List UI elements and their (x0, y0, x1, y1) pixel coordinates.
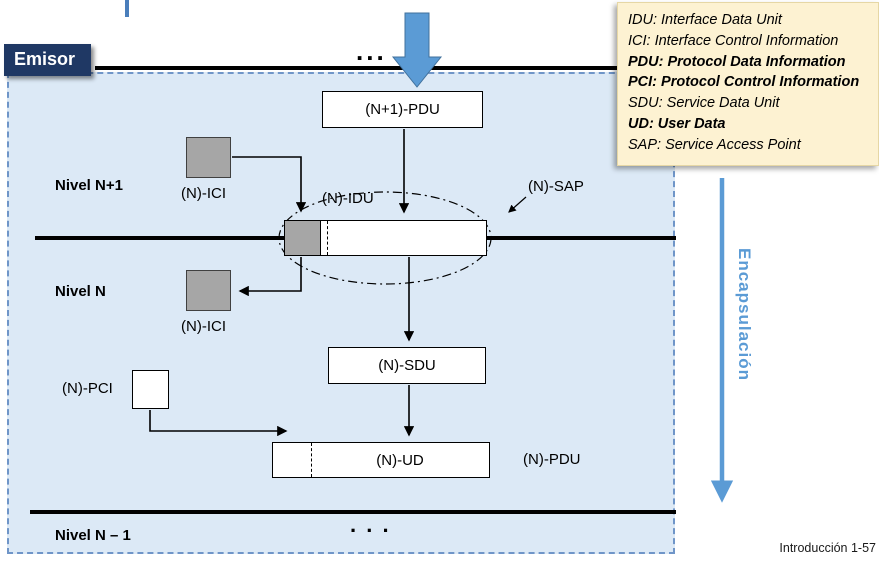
ud-label: (N)-UD (376, 451, 424, 469)
level-n-plus-1-label: Nivel N+1 (55, 177, 123, 194)
idu-ici-segment (285, 221, 321, 255)
legend-item-ici: ICI: Interface Control Information (628, 32, 839, 49)
slide-footer: Introducción 1-57 (779, 541, 876, 555)
diagram-panel (7, 72, 675, 554)
legend-item-ud: UD: User Data (628, 115, 726, 132)
legend-item-sdu: SDU: Service Data Unit (628, 95, 780, 112)
legend-item-pci: PCI: Protocol Control Information (628, 74, 860, 91)
pci-label: (N)-PCI (62, 380, 113, 397)
n1-pdu-box: (N+1)-PDU (322, 91, 483, 128)
legend-item-sap: SAP: Service Access Point (628, 136, 801, 153)
idu-label: (N)-IDU (322, 190, 374, 207)
legend-item-pdu: PDU: Protocol Data Information (628, 53, 846, 70)
emitter-title: Emisor (4, 44, 92, 76)
idu-composite-box (284, 220, 487, 256)
pci-box (132, 370, 169, 409)
ud-dashed-divider (311, 443, 312, 477)
ici-upper-label: (N)-ICI (181, 185, 226, 202)
legend-item-idu: IDU: Interface Data Unit (628, 12, 782, 28)
level-n-label: Nivel N (55, 283, 106, 300)
dots-top: ... (356, 36, 387, 66)
top-decoration-line (125, 0, 129, 17)
ici-lower-label: (N)-ICI (181, 318, 226, 335)
ud-box: (N)-UD (272, 442, 490, 478)
pdu-label: (N)-PDU (523, 451, 581, 468)
level-n-minus-1-label: Nivel N – 1 (55, 527, 131, 544)
dots-bottom: . . . (350, 512, 391, 537)
sdu-box: (N)-SDU (328, 347, 486, 384)
ici-upper-box (186, 137, 231, 178)
encapsulation-label: Encapsulación (735, 248, 754, 381)
legend-box: IDU: Interface Data Unit ICI: Interface … (617, 2, 879, 166)
idu-dashed-divider (327, 221, 328, 255)
ici-lower-box (186, 270, 231, 311)
sap-label: (N)-SAP (528, 178, 584, 195)
